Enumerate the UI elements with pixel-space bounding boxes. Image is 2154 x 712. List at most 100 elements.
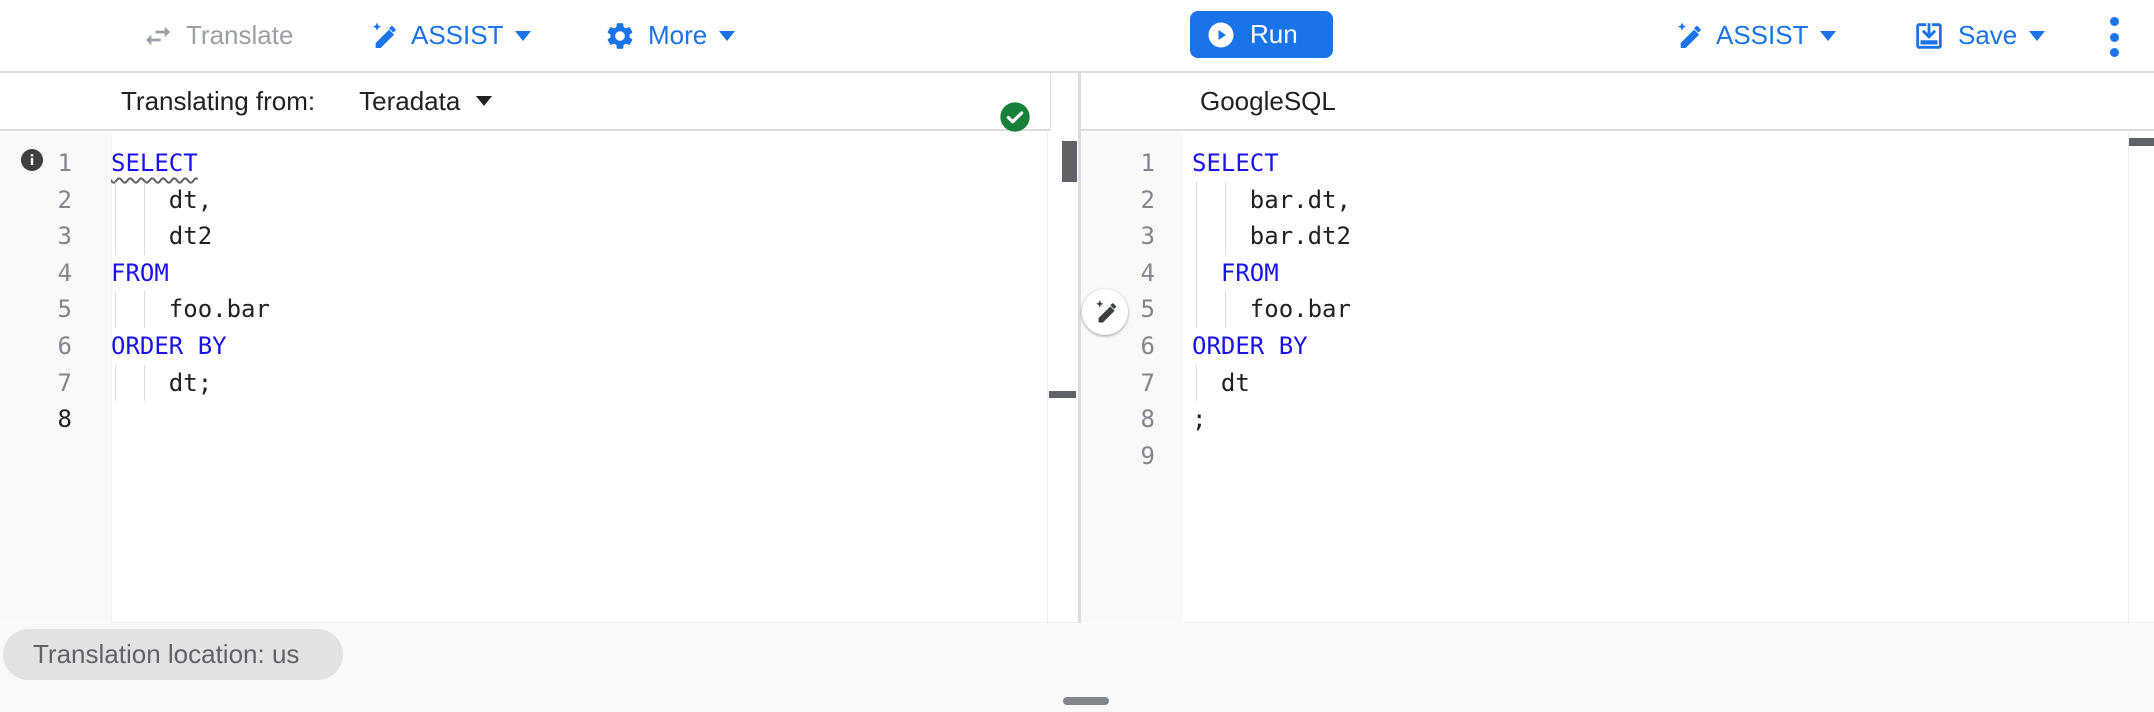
line-number: 8 <box>1140 405 1155 434</box>
assist-menu-button[interactable]: ASSIST <box>367 0 532 71</box>
target-code-editor[interactable]: 1 2 3 4 5 6 7 8 9 SELECT bar.dt, bar.dt2 FROM fo… <box>1081 133 2154 623</box>
code-line[interactable]: foo.bar <box>111 291 1048 328</box>
code-line[interactable]: dt; <box>111 364 1048 402</box>
footer-bar: Translation location: us <box>0 624 2154 712</box>
code-line[interactable]: ORDER BY <box>1192 331 1308 360</box>
assist-right-label: ASSIST <box>1716 20 1809 50</box>
top-toolbar: Translate ASSIST More Run <box>0 0 2154 73</box>
indent-guide <box>1224 291 1226 328</box>
line-number: 2 <box>1140 185 1155 214</box>
target-line-numbers: 1 2 3 4 5 6 7 8 9 <box>1129 145 1155 474</box>
indent-guide <box>143 291 145 328</box>
line-number: 9 <box>1140 441 1155 470</box>
target-dialect-label: GoogleSQL <box>1200 85 1336 116</box>
code-line[interactable]: bar.dt, <box>1192 181 2114 219</box>
code-line[interactable]: ORDER BY <box>111 331 227 360</box>
translate-button[interactable]: Translate <box>142 0 293 71</box>
chevron-down-icon <box>2029 30 2046 41</box>
source-panel-header: Translating from: Teradata <box>0 73 1051 132</box>
code-line[interactable]: dt <box>1192 364 2114 402</box>
translating-from-label: Translating from: <box>121 85 316 116</box>
line-number: 3 <box>57 222 72 251</box>
indent-guide <box>1196 291 1197 328</box>
line-number: 7 <box>57 368 72 397</box>
source-editor-gutter <box>0 133 112 623</box>
code-line[interactable]: dt2 <box>111 218 1048 255</box>
run-label: Run <box>1250 19 1298 49</box>
assist-label: ASSIST <box>411 20 504 50</box>
more-menu-button[interactable]: More <box>604 0 736 71</box>
code-line[interactable]: SELECT <box>111 149 198 177</box>
line-number: 1 <box>1140 149 1155 177</box>
line-number: 6 <box>1140 331 1155 360</box>
more-label: More <box>648 20 708 50</box>
indent-guide <box>115 218 116 255</box>
indent-guide <box>115 181 116 219</box>
magic-pencil-icon <box>367 20 399 52</box>
code-line[interactable]: dt, <box>111 181 1048 219</box>
target-editor-gutter <box>1081 133 1183 623</box>
line-number: 3 <box>1140 222 1155 251</box>
indent-guide <box>1196 181 1197 219</box>
indent-guide <box>115 364 116 402</box>
line-number: 7 <box>1140 368 1155 397</box>
target-panel-header: GoogleSQL <box>1081 73 2154 131</box>
source-scrollbar-thumb[interactable] <box>1062 141 1077 182</box>
code-line[interactable] <box>111 401 1048 438</box>
line-number: 5 <box>1140 295 1155 324</box>
scrollbar-track <box>1047 133 1048 623</box>
vertical-dots-icon <box>2109 17 2119 26</box>
split-drag-handle[interactable] <box>1063 697 1109 705</box>
chevron-down-icon <box>719 30 736 41</box>
code-line[interactable]: ; <box>1192 405 1207 434</box>
source-dialect-value: Teradata <box>359 85 461 116</box>
run-button[interactable]: Run <box>1190 11 1333 58</box>
code-line[interactable]: SELECT <box>1192 149 1279 177</box>
line-number: 6 <box>57 331 72 360</box>
overview-ruler-marker <box>1049 391 1076 398</box>
line-number: 4 <box>1140 258 1155 287</box>
line-number: 1 <box>57 149 72 177</box>
assist-suggestion-fab[interactable] <box>1082 289 1128 335</box>
assist-menu-button-right[interactable]: ASSIST <box>1672 0 1837 71</box>
play-circle-icon <box>1206 20 1236 50</box>
indent-guide <box>115 291 116 328</box>
code-line[interactable]: FROM <box>111 258 169 287</box>
target-scrollbar-thumb[interactable] <box>2129 138 2154 146</box>
magic-pencil-icon <box>1672 20 1704 52</box>
chevron-down-icon <box>515 30 532 41</box>
save-icon <box>1912 19 1946 53</box>
indent-guide <box>1196 218 1197 255</box>
scrollbar-track <box>2128 133 2129 623</box>
swap-horizontal-icon <box>142 20 174 52</box>
editor-split-area: Translating from: Teradata GoogleSQL 1 2 3… <box>0 73 2154 623</box>
header-edge-divider <box>1050 73 1051 131</box>
panel-divider[interactable] <box>1078 73 1081 623</box>
magic-pencil-icon <box>1091 298 1119 326</box>
source-dialect-dropdown[interactable]: Teradata <box>359 85 493 117</box>
code-line[interactable]: FROM <box>1192 254 2114 292</box>
indent-guide <box>143 364 145 402</box>
translation-location-chip: Translation location: us <box>3 629 344 680</box>
indent-guide <box>1196 254 1197 292</box>
line-number: 5 <box>57 295 72 324</box>
code-line[interactable] <box>1192 438 2114 475</box>
line-number: 8 <box>57 405 72 434</box>
indent-guide <box>1196 364 1197 402</box>
translation-location-label: Translation location: us <box>33 639 300 669</box>
info-icon[interactable] <box>20 148 44 172</box>
code-line[interactable]: bar.dt2 <box>1192 218 2114 255</box>
save-label: Save <box>1958 20 2018 50</box>
indent-guide <box>143 181 145 219</box>
chevron-down-icon <box>1820 30 1837 41</box>
overflow-menu-button[interactable] <box>2106 17 2122 57</box>
code-line[interactable]: foo.bar <box>1192 291 2114 328</box>
save-menu-button[interactable]: Save <box>1912 0 2046 71</box>
indent-guide <box>143 218 145 255</box>
indent-guide <box>1224 181 1226 219</box>
